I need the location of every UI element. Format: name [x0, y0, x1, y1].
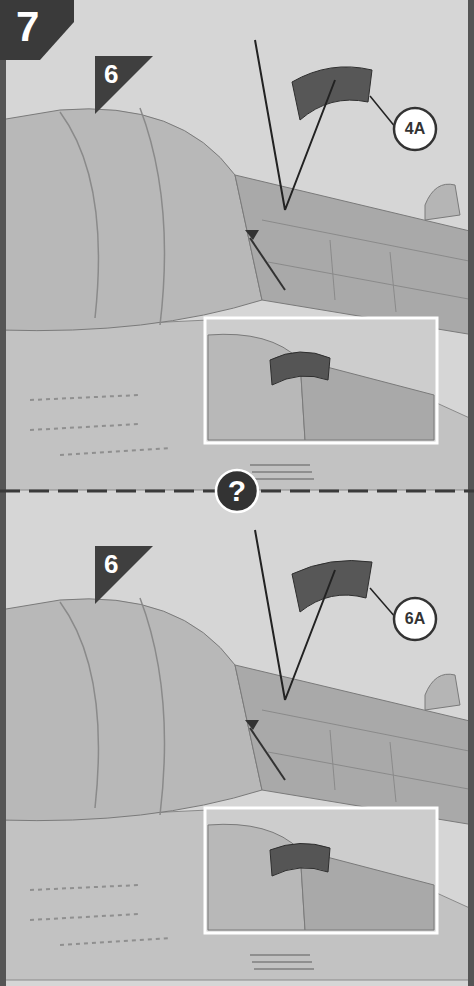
step-number: 7	[0, 0, 74, 60]
node-text-holder: 6	[95, 56, 153, 114]
part-number: 6A	[392, 596, 438, 642]
leader-line	[370, 588, 396, 618]
step-number-label: 7	[16, 6, 39, 48]
leader-line	[255, 530, 335, 700]
cowl-flap-part	[292, 561, 372, 613]
option-marker-label: ?	[228, 476, 246, 506]
frame-edge	[0, 0, 6, 986]
leader-line	[255, 40, 335, 210]
node-circle	[216, 470, 258, 512]
model-view	[0, 598, 474, 980]
node-text-holder: 6A	[392, 596, 438, 642]
node-text-holder: 7	[0, 0, 74, 60]
node-outline	[95, 56, 153, 114]
inset-part	[270, 843, 330, 876]
node-text-holder: 6	[95, 546, 153, 604]
node-triangle	[95, 546, 153, 604]
reference-step-label: 6	[104, 61, 118, 87]
part-number: 4A	[392, 106, 438, 152]
part-number-label: 4A	[405, 121, 425, 137]
reference-step: 6	[95, 56, 153, 114]
node-outline	[95, 546, 153, 604]
node-circle	[394, 598, 436, 640]
reference-step-label: 6	[104, 551, 118, 577]
frame-edge	[468, 0, 474, 986]
leader-line	[370, 96, 396, 128]
part-number-label: 6A	[405, 611, 425, 627]
inset-part	[270, 352, 330, 385]
option-marker: ?	[214, 468, 260, 514]
reference-step: 6	[95, 546, 153, 604]
node-text-holder: ?	[214, 468, 260, 514]
node-triangle	[95, 56, 153, 114]
node-circle	[394, 108, 436, 150]
node-tab	[0, 0, 74, 60]
cowl-flap-part	[292, 67, 372, 120]
model-view	[0, 108, 474, 490]
node-text-holder: 4A	[392, 106, 438, 152]
